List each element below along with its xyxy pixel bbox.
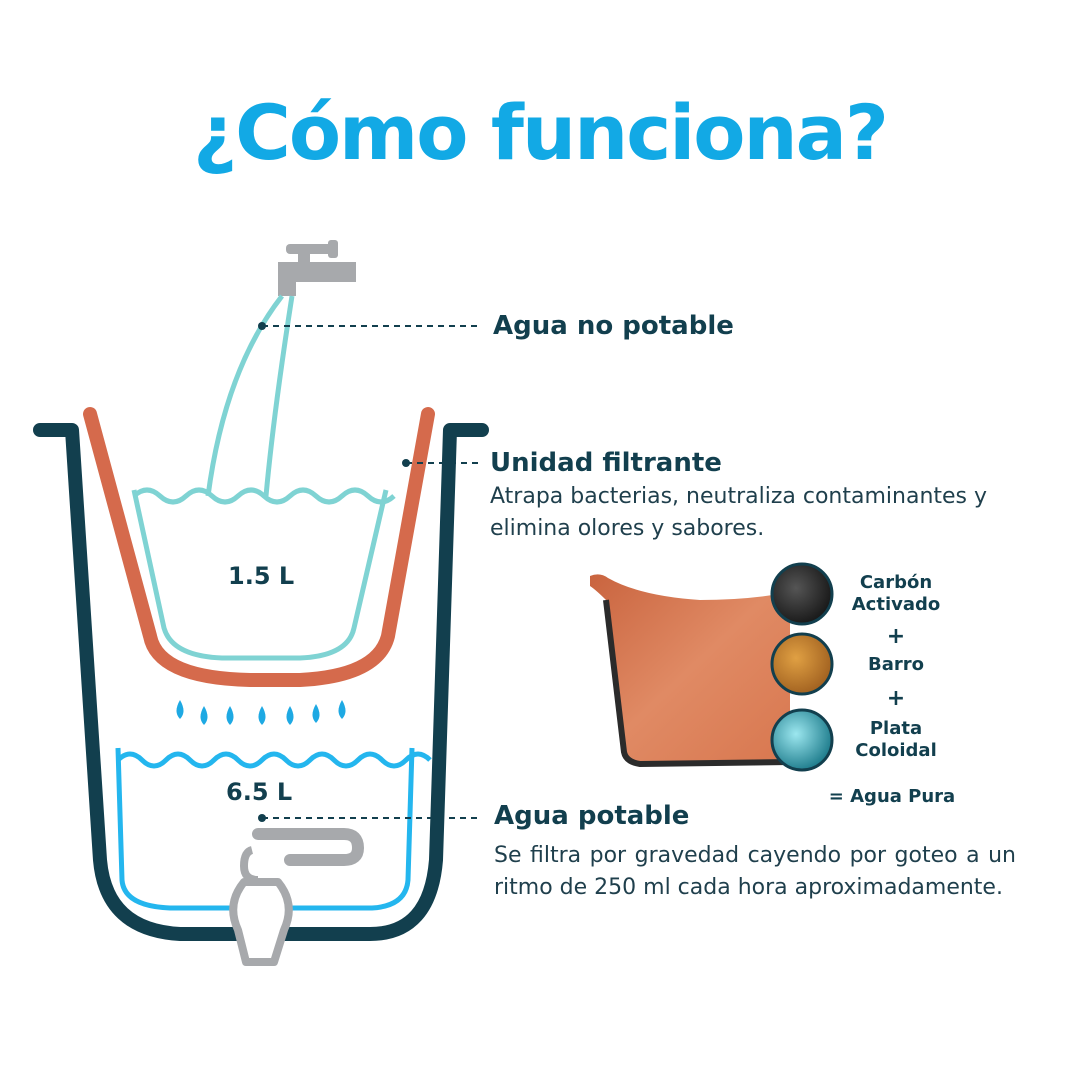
water-stream — [205, 294, 284, 497]
volume-upper: 1.5 L — [228, 562, 295, 590]
plata-image — [770, 708, 834, 772]
water-drops — [176, 700, 346, 725]
clay-pot-image — [590, 574, 791, 768]
page-title: ¿Cómo funciona? — [192, 88, 889, 177]
plus-sign: + — [886, 624, 906, 649]
plus-sign: + — [886, 686, 906, 711]
material-plata: Plata Coloidal — [855, 718, 937, 761]
desc-agua-potable: Se filtra por gravedad cayendo por goteo… — [494, 843, 1016, 900]
material-carbon: Carbón Activado — [851, 572, 941, 615]
upper-water — [131, 487, 396, 661]
barro-image — [770, 632, 834, 696]
volume-lower: 6.5 L — [226, 778, 293, 806]
filter-unit — [83, 407, 435, 687]
label-agua-potable: Agua potable — [494, 801, 690, 831]
label-agua-no-potable: Agua no potable — [493, 311, 734, 341]
result-agua-pura: = Agua Pura — [828, 786, 956, 807]
tap-faucet-icon — [278, 240, 356, 296]
lower-reservoir — [115, 747, 432, 911]
material-barro: Barro — [868, 654, 924, 675]
desc-unidad-filtrante: Atrapa bacterias, neutraliza contaminant… — [490, 484, 988, 541]
leader-lines — [262, 325, 482, 819]
carbon-image — [770, 562, 834, 626]
label-unidad-filtrante: Unidad filtrante — [490, 448, 722, 478]
spigot-icon — [229, 828, 365, 966]
